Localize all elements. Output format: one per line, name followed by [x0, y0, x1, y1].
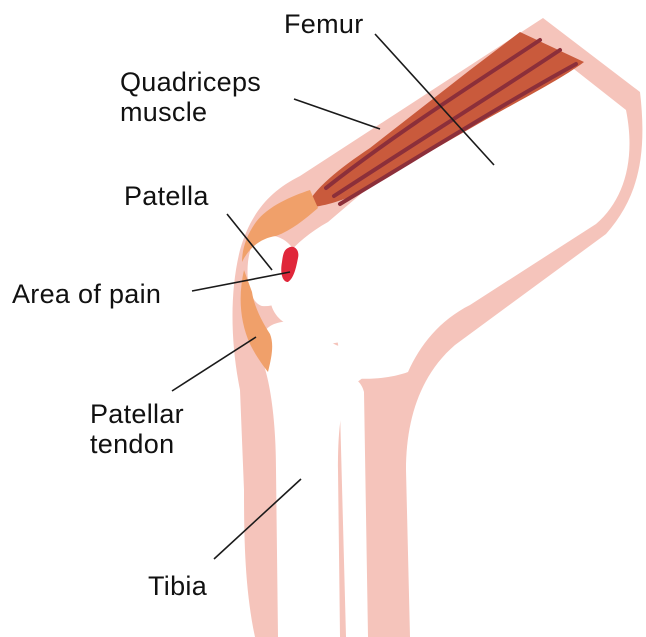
label-patellar-tendon-line2: tendon — [90, 428, 174, 460]
label-patella: Patella — [124, 180, 209, 212]
label-area-of-pain: Area of pain — [12, 278, 161, 310]
label-femur: Femur — [284, 8, 364, 40]
label-patellar-tendon-line1: Patellar — [90, 398, 184, 430]
leader-quadriceps — [294, 99, 380, 129]
label-tibia: Tibia — [148, 570, 207, 602]
label-quadriceps-line1: Quadriceps — [120, 66, 261, 98]
label-quadriceps-line2: muscle — [120, 96, 207, 128]
